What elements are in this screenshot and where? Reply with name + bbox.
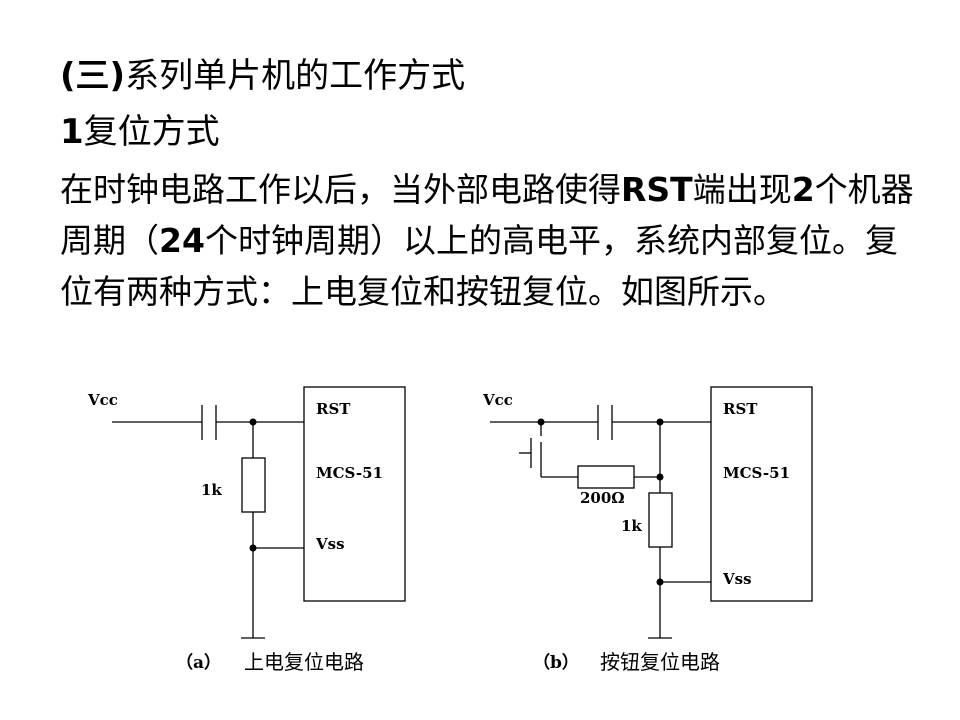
b-junction-top <box>656 418 664 426</box>
b-resistor-series-label: 200Ω <box>580 489 625 507</box>
a-caption: 上电复位电路 <box>244 650 364 674</box>
a-resistor-label: 1k <box>201 481 222 499</box>
circuit-b-wires <box>490 386 813 639</box>
a-pin-vss: Vss <box>315 535 345 553</box>
desc-part-3: 个机器周期（ <box>60 170 914 260</box>
b-vcc-label: Vcc <box>482 391 513 409</box>
a-resistor-1k <box>241 457 266 513</box>
b-resistor-1k <box>648 492 673 548</box>
b-resistor-200 <box>577 465 635 489</box>
a-pin-rst: RST <box>316 400 351 418</box>
b-caption: 按钮复位电路 <box>600 650 720 674</box>
a-mcs51-chip <box>303 386 406 602</box>
reset-description: 在时钟电路工作以后，当外部电路使得RST端出现2个机器周期（24个时钟周期）以上… <box>60 164 920 317</box>
section-prefix: (三) <box>60 56 126 96</box>
a-junction-bottom <box>249 544 257 552</box>
b-junction-bottom <box>656 578 664 586</box>
b-junction-button <box>537 418 545 426</box>
b-pin-vss: Vss <box>722 570 752 588</box>
circuit-a-nodes <box>249 418 257 552</box>
section-heading: (三)系列单片机的工作方式 <box>60 48 920 104</box>
a-caption-tag: （a） <box>176 652 221 673</box>
b-chip-name: MCS-51 <box>723 464 790 482</box>
desc-part-1: 在时钟电路工作以后，当外部电路使得 <box>60 170 621 209</box>
b-pin-rst: RST <box>723 400 758 418</box>
circuit-a-wires <box>112 386 406 639</box>
a-vcc-label: Vcc <box>87 391 118 409</box>
b-mcs51-chip <box>710 386 813 602</box>
subsection-number: 1 <box>60 112 84 152</box>
b-junction-mid <box>656 473 664 481</box>
desc-twentyfour: 24 <box>159 221 205 260</box>
section-title: 系列单片机的工作方式 <box>125 56 466 96</box>
circuit-b-nodes <box>537 418 664 586</box>
subsection-heading: 1复位方式 <box>60 104 920 160</box>
a-chip-name: MCS-51 <box>316 464 383 482</box>
b-caption-tag: （b） <box>533 652 579 673</box>
desc-part-4: 个时钟周期）以上的高电平，系统内部复位。复位有两种方式：上电复位和按钮复位。如图… <box>60 221 898 311</box>
slide-text: (三)系列单片机的工作方式 1复位方式 在时钟电路工作以后，当外部电路使得RST… <box>60 48 920 317</box>
desc-part-2: 端出现 <box>692 170 792 209</box>
a-junction-top <box>249 418 257 426</box>
desc-rst: RST <box>621 170 693 209</box>
subsection-title: 复位方式 <box>83 112 220 152</box>
b-resistor-label: 1k <box>621 517 642 535</box>
desc-two: 2 <box>791 170 815 209</box>
